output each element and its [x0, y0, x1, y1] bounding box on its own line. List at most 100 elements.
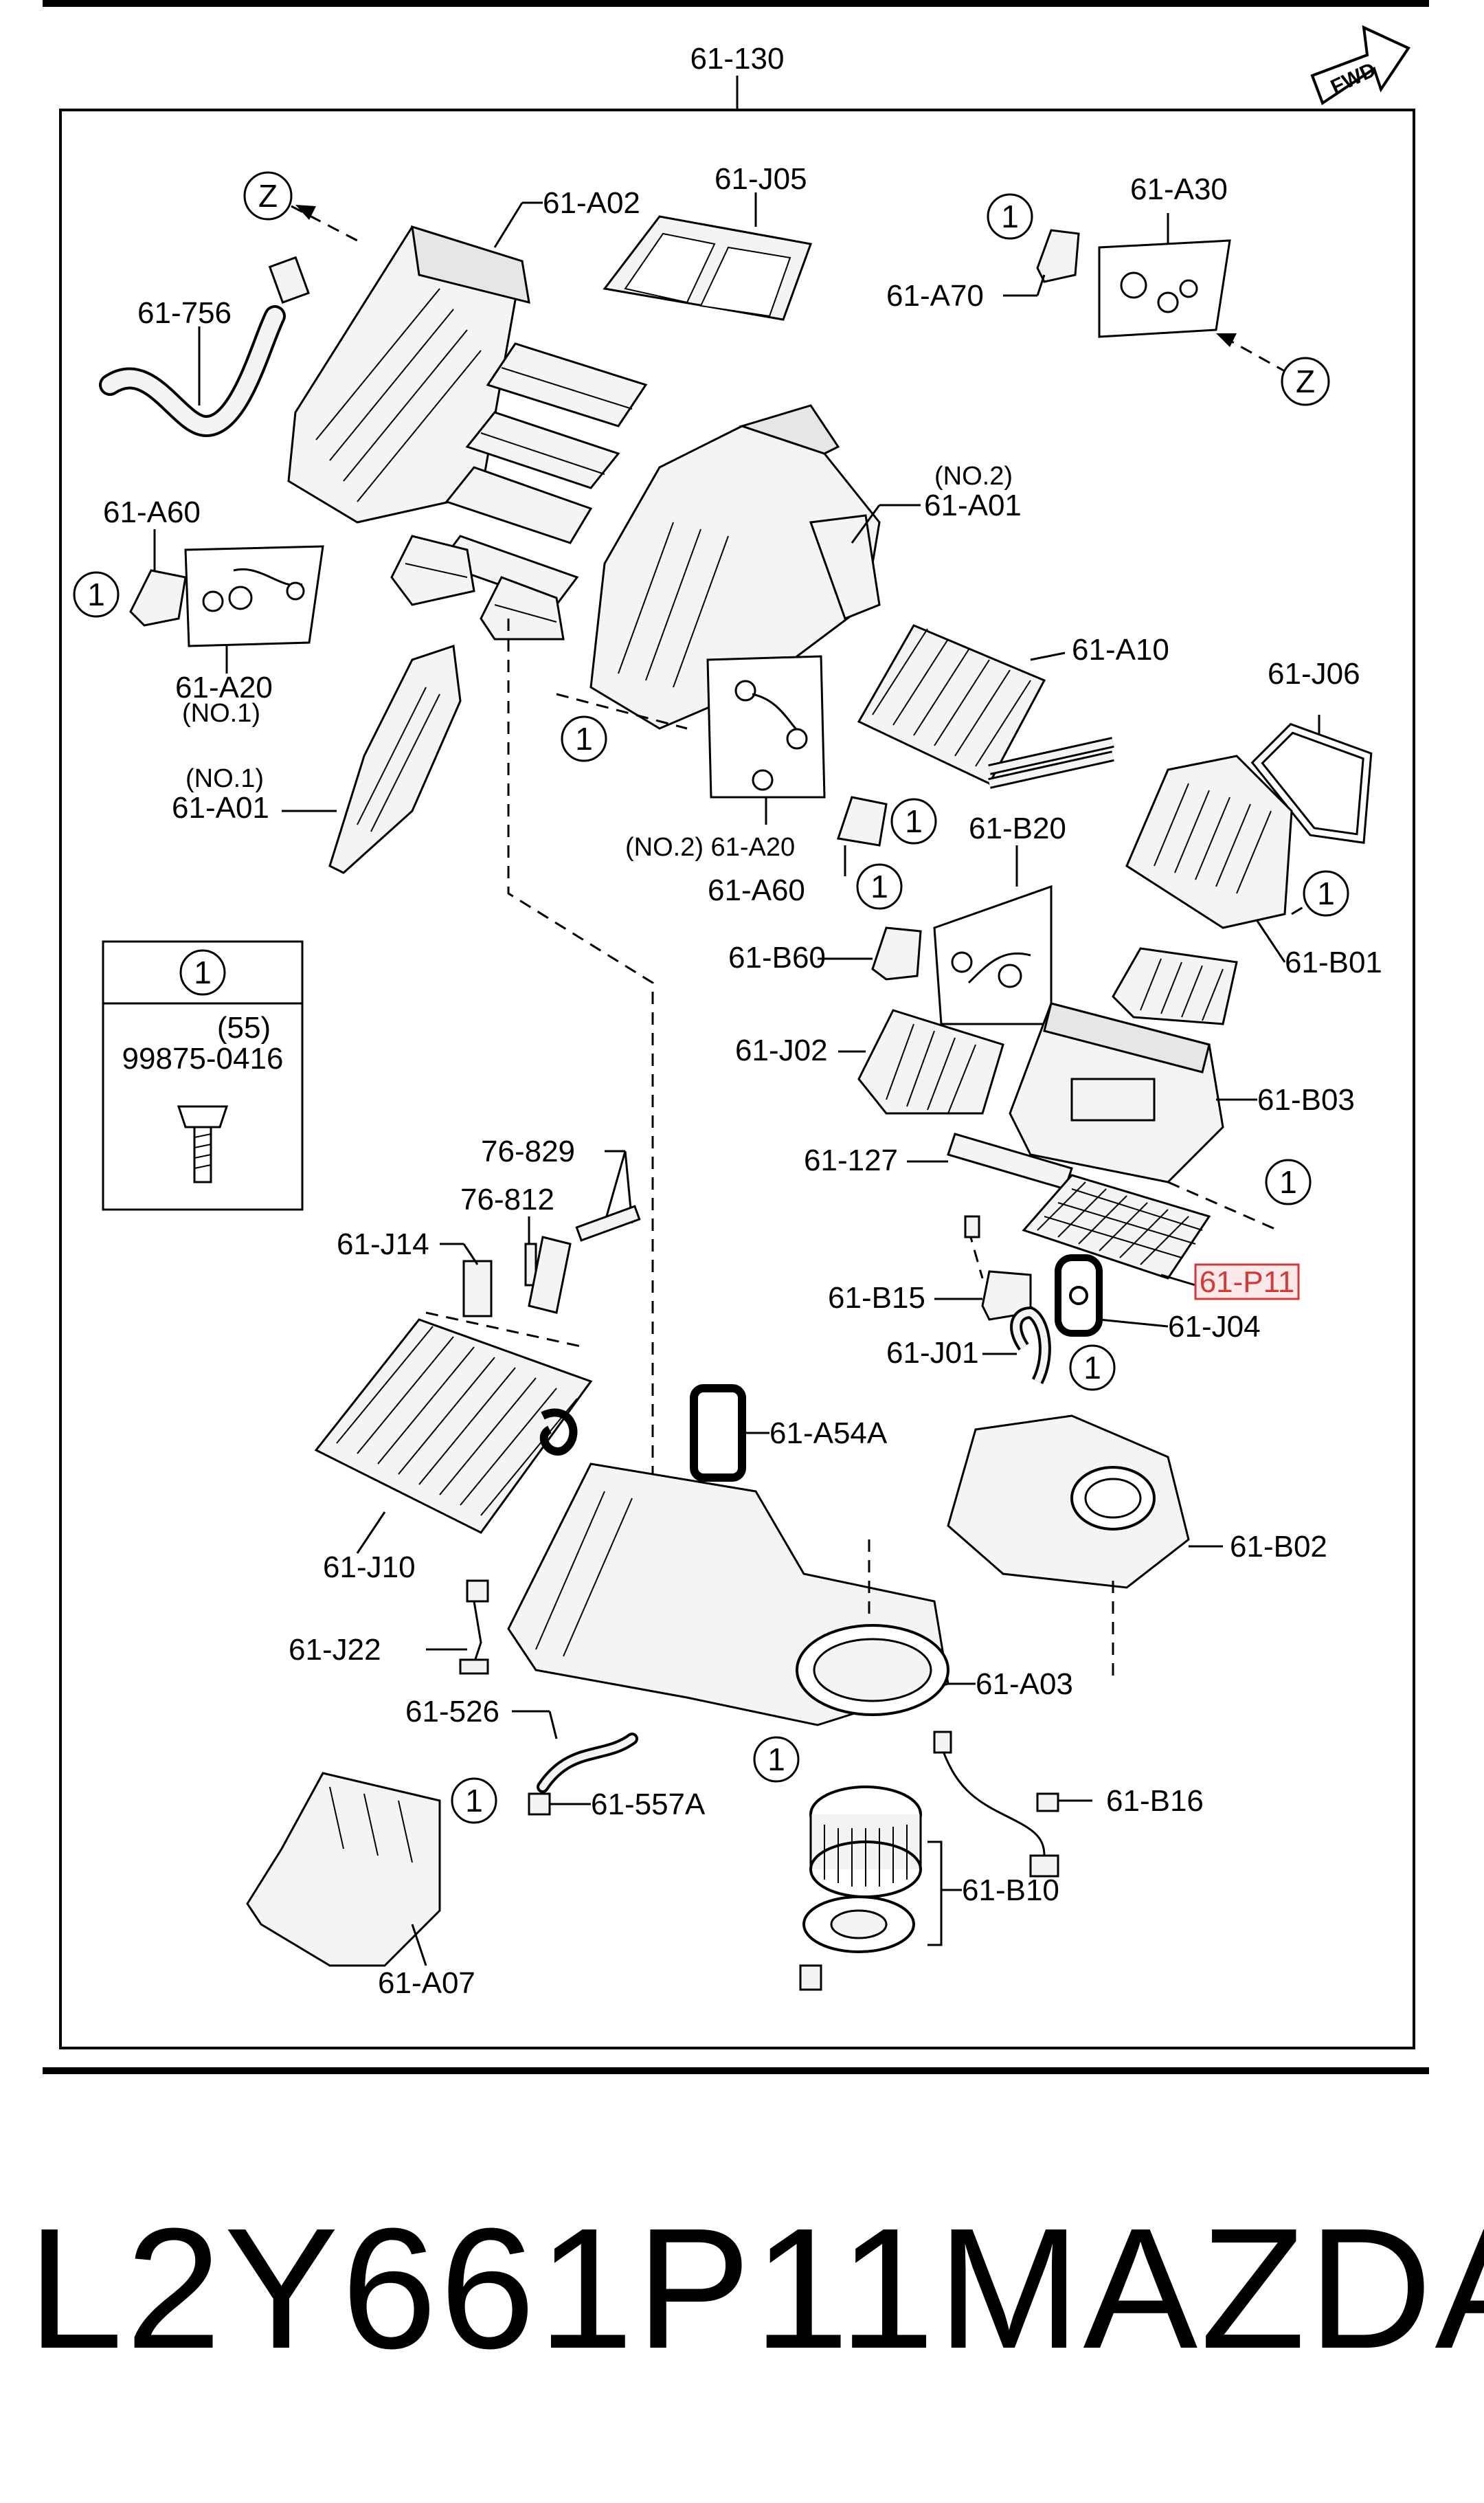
- svg-text:1: 1: [87, 577, 105, 612]
- part-number: L2Y661P11: [27, 2192, 938, 2384]
- label-no2-a01: (NO.2): [934, 462, 1013, 491]
- label-61-b10: 61-B10: [962, 1873, 1059, 1907]
- label-61-a30: 61-A30: [1130, 173, 1228, 206]
- svg-text:1: 1: [1279, 1164, 1297, 1200]
- label-61-a20-left: 61-A20: [175, 671, 273, 704]
- label-no1-a20: (NO.1): [182, 699, 260, 728]
- part-61-a60-mid: 1: [837, 796, 937, 876]
- clip-part: [268, 256, 310, 304]
- label-76-812: 76-812: [460, 1183, 554, 1216]
- part-61-756: [99, 305, 286, 438]
- label-61-526: 61-526: [405, 1695, 499, 1728]
- duct-pieces: [390, 535, 565, 641]
- label-61-b60: 61-B60: [728, 941, 826, 975]
- label-61-a10: 61-A10: [1072, 633, 1169, 667]
- part-61-a20-mid: [706, 655, 826, 825]
- label-61-a60-left: 61-A60: [103, 496, 201, 529]
- svg-text:1: 1: [1001, 199, 1019, 234]
- svg-text:1: 1: [870, 869, 888, 904]
- svg-text:1: 1: [1317, 876, 1335, 911]
- assembly-label: 61-130: [690, 42, 784, 76]
- svg-text:1: 1: [767, 1742, 785, 1777]
- part-61-a03: [507, 1462, 1114, 1726]
- label-61-557a: 61-557A: [591, 1788, 706, 1821]
- label-76-829: 76-829: [481, 1135, 575, 1168]
- svg-text:1: 1: [1083, 1350, 1101, 1386]
- label-61-a01-main: 61-A01: [924, 489, 1022, 522]
- label-61-b20: 61-B20: [969, 812, 1066, 845]
- label-61-756: 61-756: [137, 296, 232, 330]
- part-61-b10: 1: [753, 1736, 962, 1991]
- part-61-b16: [933, 1731, 1092, 1878]
- label-61-j14: 61-J14: [337, 1227, 429, 1261]
- brand-name: MAZDA: [937, 2192, 1484, 2384]
- label-61-b16: 61-B16: [1106, 1784, 1204, 1818]
- part-61-a01-main: [589, 404, 921, 730]
- part-61-b20: [933, 845, 1053, 1025]
- screw-icon: [177, 1105, 229, 1183]
- svg-text:Z: Z: [258, 178, 278, 214]
- part-61-a01-left: [282, 644, 462, 874]
- label-61-j05: 61-J05: [715, 162, 807, 196]
- label-no1-a01: (NO.1): [186, 764, 264, 793]
- label-61-j04: 61-J04: [1168, 1310, 1261, 1344]
- part-61-b01-fan: [1112, 947, 1238, 1025]
- label-61-j02: 61-J02: [735, 1034, 828, 1067]
- part-61-j14: [440, 1243, 493, 1317]
- part-61-a20-left: [184, 545, 324, 674]
- label-61-j10: 61-J10: [323, 1550, 416, 1584]
- part-61-127: [907, 1133, 1073, 1190]
- fwd-arrow-icon: FWD: [1310, 25, 1410, 106]
- legend-qty: (55): [217, 1011, 271, 1045]
- label-61-a07: 61-A07: [378, 1966, 475, 2000]
- part-76-829: [575, 1150, 641, 1242]
- part-61-j05: [603, 192, 813, 321]
- label-61-b15: 61-B15: [828, 1281, 925, 1315]
- svg-text:Z: Z: [1296, 364, 1315, 399]
- part-61-a07: 1: [246, 1772, 497, 1967]
- label-61-j22: 61-J22: [289, 1633, 381, 1667]
- label-61-a02: 61-A02: [543, 186, 640, 220]
- part-61-p11: [1022, 1174, 1211, 1287]
- connector-dash-left: [507, 619, 654, 1512]
- part-61-557a: [528, 1792, 591, 1816]
- z-callout-left: Z: [243, 171, 358, 242]
- top-rule: [43, 0, 1429, 7]
- part-61-j02: [838, 1009, 1004, 1115]
- z-callout-right: Z: [1216, 333, 1330, 406]
- part-61-j04: [1055, 1254, 1169, 1337]
- part-61-a54a: [690, 1384, 769, 1482]
- part-61-b60: 1: [818, 863, 922, 981]
- svg-text:1: 1: [194, 955, 212, 990]
- part-61-526: [512, 1710, 638, 1793]
- part-61-b01: 1: [1125, 755, 1349, 963]
- label-61-b02: 61-B02: [1230, 1530, 1327, 1564]
- label-61-p11-highlight: 61-P11: [1194, 1263, 1300, 1300]
- label-61-127: 61-127: [804, 1144, 898, 1177]
- part-61-a60-left: 1: [73, 529, 187, 627]
- label-61-j01: 61-J01: [886, 1336, 979, 1370]
- label-61-b01: 61-B01: [1285, 946, 1382, 979]
- part-61-j10: [314, 1311, 593, 1554]
- label-61-a54a: 61-A54A: [769, 1416, 888, 1450]
- part-61-b02: [947, 1414, 1223, 1589]
- part-61-a30: [1098, 213, 1231, 338]
- legend-box: 1 (55) 99875-0416: [102, 940, 304, 1211]
- label-61-a03: 61-A03: [976, 1667, 1073, 1701]
- part-number-banner: L2Y661P11 MAZDA: [27, 2185, 1484, 2392]
- label-61-b03: 61-B03: [1257, 1083, 1355, 1117]
- label-61-j06: 61-J06: [1268, 657, 1360, 691]
- callout-1-main: 1: [556, 693, 688, 762]
- label-61-a70: 61-A70: [886, 279, 984, 313]
- label-no2-a20: (NO.2) 61-A20: [625, 833, 795, 862]
- label-61-p11: 61-P11: [1200, 1265, 1295, 1299]
- filter-strips: [438, 342, 648, 606]
- part-61-b03: [1009, 1002, 1257, 1183]
- svg-text:1: 1: [575, 721, 593, 757]
- legend-part: 99875-0416: [122, 1042, 284, 1076]
- part-61-b15: [934, 1215, 1032, 1321]
- part-61-j22: [426, 1579, 489, 1675]
- part-61-j06: [1250, 715, 1373, 844]
- label-61-a60-mid: 61-A60: [708, 874, 805, 907]
